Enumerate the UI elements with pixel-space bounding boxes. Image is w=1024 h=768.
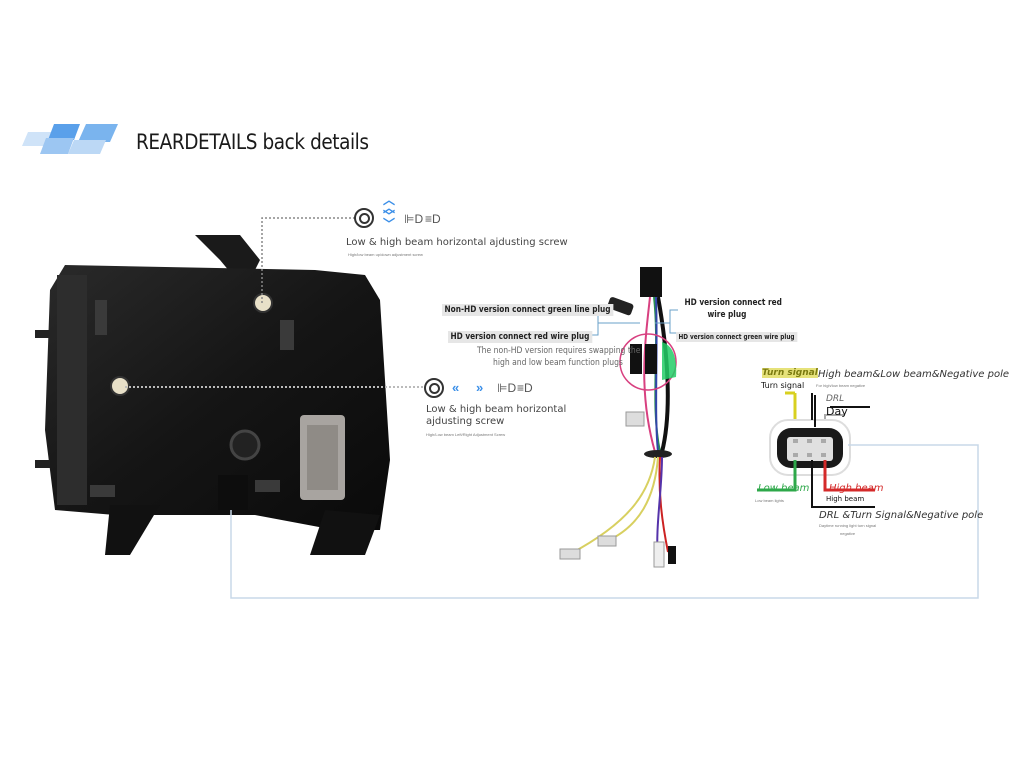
day-label: Day: [826, 405, 848, 418]
low-beam-sublabel: Low beam lights: [755, 498, 784, 503]
swap-note-line-1: The non-HD version requires swapping the: [477, 346, 641, 356]
high-beam-icon: ≡D: [517, 381, 533, 395]
wiring-harness-image: [559, 267, 677, 568]
non-hd-green-plug-label: Non-HD version connect green line plug: [442, 304, 614, 316]
arrow-up-icon: ︿: [383, 201, 396, 215]
horizontal-adjuster-leader: [125, 386, 428, 388]
arrow-up-icon: ︿: [383, 193, 396, 207]
high-beam-colored-label: High beam: [829, 483, 884, 494]
swap-note-line-2: high and low beam function plugs: [493, 358, 623, 368]
low-beam-icon: ⊫D: [404, 212, 424, 226]
drl-label: DRL: [826, 394, 845, 404]
low-beam-icon: ⊫D: [497, 381, 517, 395]
blue-parallelogram-logo: [22, 124, 118, 154]
horizontal-adjuster-label-2: ajdusting screw: [426, 416, 505, 427]
top-pole-label: High beam&Low beam&Negative pole: [818, 369, 1009, 380]
hd-red-plug-label: HD version connect red wire plug: [448, 331, 592, 343]
arrow-right-icon: »: [476, 380, 484, 395]
hd-red-right-label-2: wire plug: [707, 310, 747, 320]
turn-signal-colored-label: Turn signal: [762, 368, 818, 378]
bottom-pole-sublabel-2: negative: [840, 531, 856, 536]
low-beam-label: Low beam: [758, 483, 810, 494]
arrow-left-icon: «: [452, 380, 460, 395]
connector-pinout-diagram: [757, 391, 875, 508]
hd-red-right-label-1: HD version connect red: [684, 298, 782, 308]
vertical-adjuster-sublabel: High/low beam up/down adjustment screw: [348, 252, 423, 257]
turn-signal-label: Turn signal: [761, 381, 805, 390]
callout-frame-line: [230, 444, 979, 599]
arrow-down-icon: ﹀: [383, 209, 396, 223]
vertical-adjuster-leader: [261, 217, 360, 303]
high-beam-icon: ≡D: [425, 212, 441, 226]
adjust-screw-icon: [424, 378, 444, 398]
vertical-adjuster-label: Low & high beam horizontal ajdusting scr…: [346, 237, 568, 248]
hd-green-right-label: HD version connect green wire plug: [676, 332, 798, 342]
high-beam-label: High beam: [826, 495, 865, 503]
bottom-pole-sublabel: Daytime running light turn signal: [819, 523, 877, 528]
bottom-pole-label: DRL &Turn Signal&Negative pole: [819, 510, 984, 521]
headlight-rear-housing: [35, 235, 390, 555]
adjust-screw-icon: [354, 208, 374, 228]
page-title: REARDETAILS back details: [136, 130, 369, 154]
horizontal-adjuster-sublabel: High/Low beam Left/Right Adjustment Scre…: [426, 432, 506, 437]
arrow-down-icon: ﹀: [383, 217, 396, 231]
top-pole-sublabel: For high/low beam negative: [816, 383, 866, 388]
horizontal-adjuster-label-1: Low & high beam horizontal: [426, 404, 567, 415]
